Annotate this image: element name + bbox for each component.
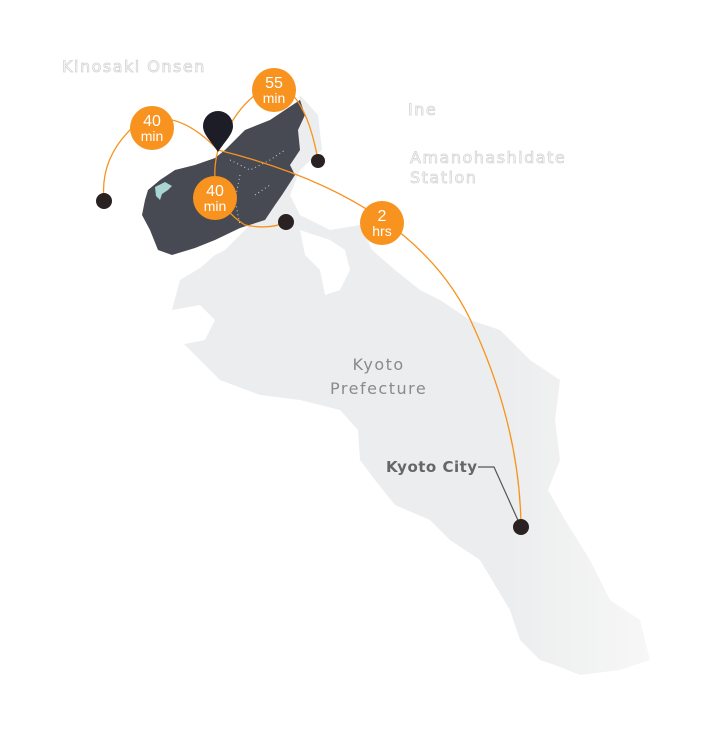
route-badge-ine[interactable]: 55 min	[252, 68, 296, 112]
route-badge-local[interactable]: 40 min	[193, 176, 237, 220]
badge-unit: min	[262, 89, 286, 106]
lake-shape	[155, 182, 172, 200]
badge-value: 55	[265, 74, 283, 92]
badge-unit: min	[203, 197, 227, 214]
label-kinosaki: Kinosaki Onsen	[62, 57, 206, 77]
route-badge-kyoto[interactable]: 2 hrs	[360, 201, 404, 245]
label-amanohashidate: Amanohashidate Station	[410, 148, 567, 188]
badge-value: 2	[377, 207, 387, 225]
map-pin-icon[interactable]	[203, 111, 233, 152]
label-kyoto-city: Kyoto City	[386, 458, 478, 476]
prefecture-shape	[172, 95, 650, 675]
route-badge-kinosaki[interactable]: 40 min	[130, 106, 174, 150]
destination-dot-icon[interactable]	[96, 193, 112, 209]
badge-unit: hrs	[372, 222, 392, 239]
label-prefecture: Kyoto Prefecture	[330, 355, 428, 398]
route-kyoto	[217, 149, 522, 528]
label-ine: Ine	[408, 100, 438, 120]
badge-unit: min	[140, 127, 164, 144]
route-local	[214, 149, 287, 228]
badge-value: 40	[143, 112, 161, 130]
destination-dot-icon[interactable]	[513, 519, 529, 535]
badge-value: 40	[206, 182, 224, 200]
destination-dot-icon[interactable]	[278, 214, 294, 230]
destination-dot-icon[interactable]	[311, 154, 325, 168]
